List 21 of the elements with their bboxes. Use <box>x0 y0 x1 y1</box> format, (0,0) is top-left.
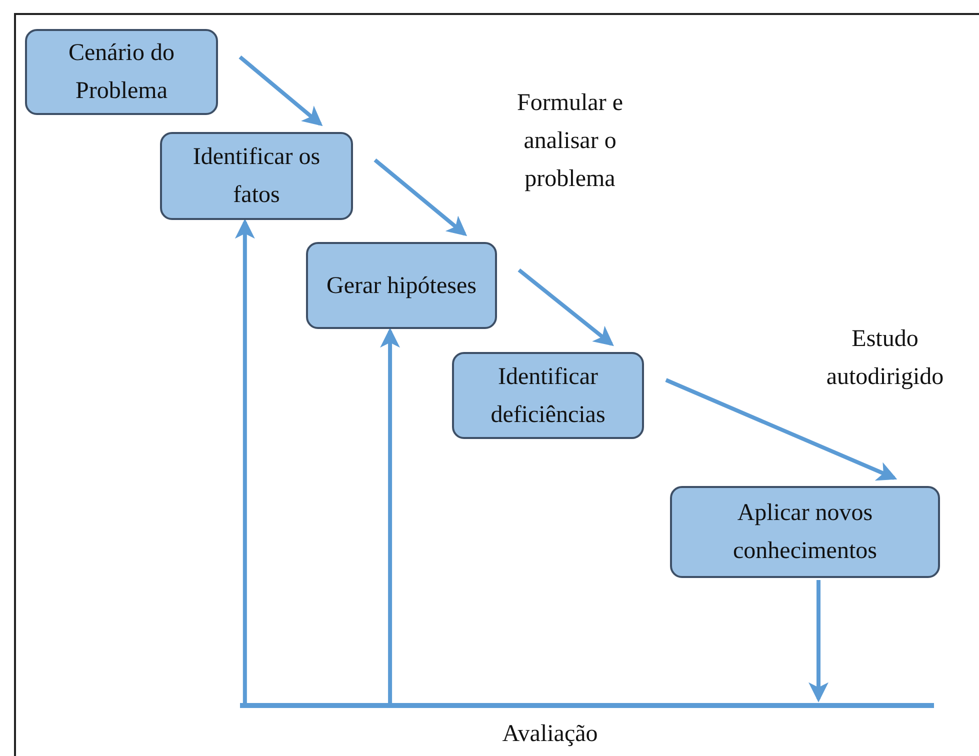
arrow <box>808 580 828 702</box>
box-text: Cenário do Problema <box>68 39 176 106</box>
process-box <box>160 132 353 220</box>
stage-label: Estudo autodirigido <box>825 325 945 392</box>
arrow <box>234 218 255 703</box>
box-text: Gerar hipóteses <box>326 272 476 300</box>
process-box <box>452 352 644 439</box>
baseline-bar <box>240 703 934 708</box>
box-text: Identificar os fatos <box>192 143 322 210</box>
arrow <box>374 158 468 236</box>
bar-caption: Avaliação <box>501 720 599 749</box>
process-box <box>306 242 497 329</box>
arrow <box>238 55 323 126</box>
stage-label: Formular e analisar o problema <box>516 89 624 194</box>
process-box <box>670 486 940 578</box>
arrow <box>518 268 614 346</box>
arrow <box>665 378 898 481</box>
box-text: Aplicar novos conhecimentos <box>732 499 878 566</box>
box-text: Identificar deficiências <box>490 362 606 430</box>
process-box <box>25 29 218 115</box>
arrow <box>380 328 400 703</box>
